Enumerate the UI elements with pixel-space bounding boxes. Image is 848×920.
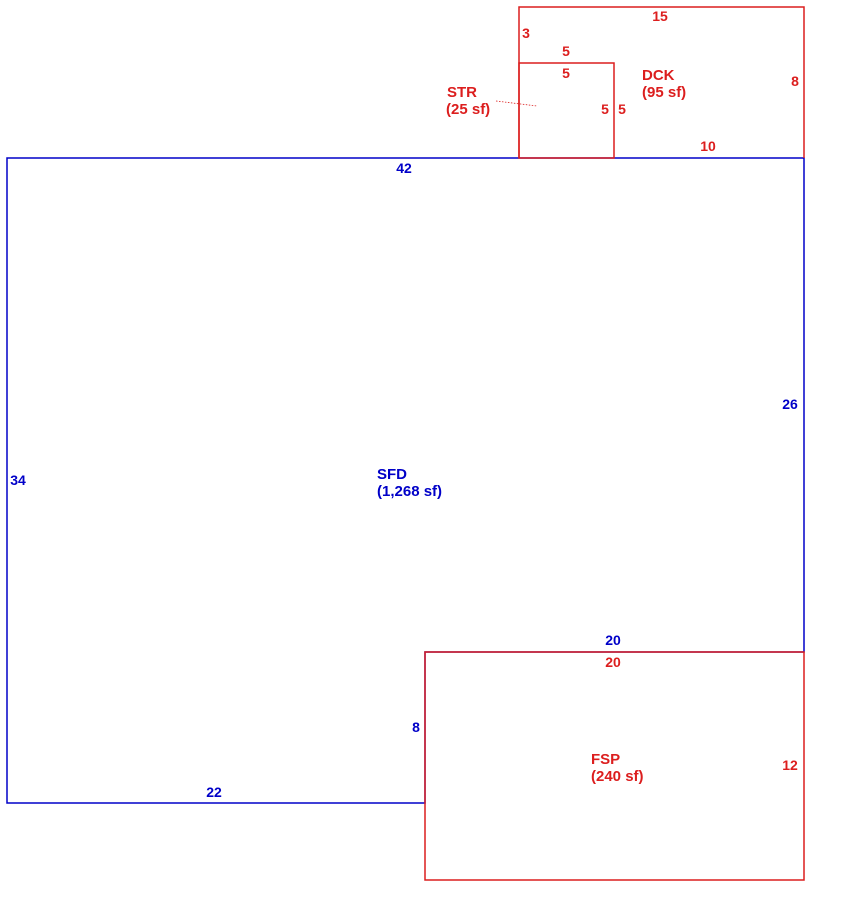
- fsp-area-label: (240 sf): [591, 768, 644, 785]
- sfd-dim-right: 26: [782, 396, 798, 412]
- sfd-area-label: (1,268 sf): [377, 483, 442, 500]
- sfd-dim-inner-left: 8: [412, 719, 420, 735]
- dck-dim-top: 15: [652, 8, 668, 24]
- sfd-code-label: SFD: [377, 466, 407, 483]
- fsp-outline: [424, 651, 805, 881]
- dck-dim-bottom: 10: [700, 138, 716, 154]
- sfd-dim-top: 42: [396, 160, 412, 176]
- dck-dim-left: 3: [522, 25, 530, 41]
- str-dim-top-outer: 5: [562, 43, 570, 59]
- fsp-dim-top: 20: [605, 654, 621, 670]
- str-dim-right-outer: 5: [618, 101, 626, 117]
- str-leader-line: [495, 100, 538, 107]
- sfd-dim-bottom: 22: [206, 784, 222, 800]
- sfd-dim-inner-top: 20: [605, 632, 621, 648]
- dck-area-label: (95 sf): [642, 84, 686, 101]
- dck-code-label: DCK: [642, 67, 675, 84]
- str-code-label: STR: [447, 84, 477, 101]
- dck-dim-right: 8: [791, 73, 799, 89]
- str-outline: [518, 62, 615, 159]
- fsp-code-label: FSP: [591, 751, 620, 768]
- str-dim-top-inner: 5: [562, 65, 570, 81]
- sfd-dim-left: 34: [10, 472, 26, 488]
- str-dim-right-inner: 5: [601, 101, 609, 117]
- str-area-label: (25 sf): [446, 101, 490, 118]
- fsp-dim-right: 12: [782, 757, 798, 773]
